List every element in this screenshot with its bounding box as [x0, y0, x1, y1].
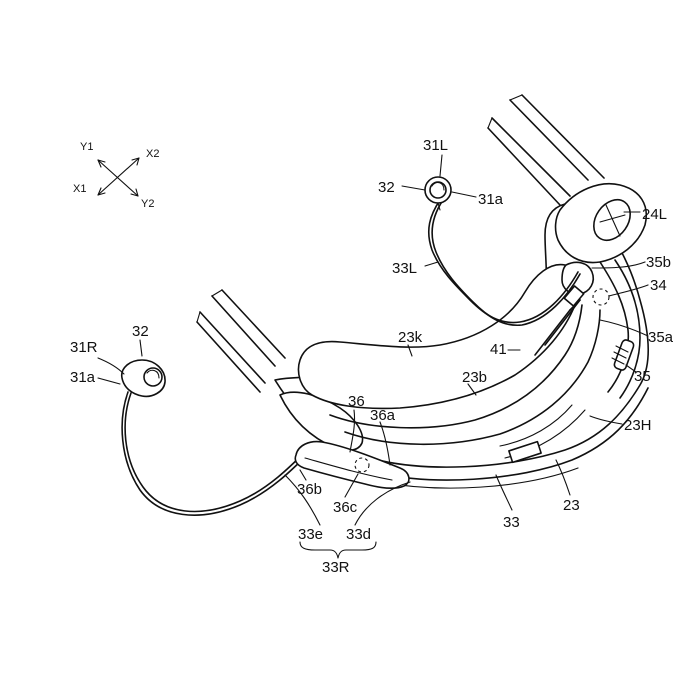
label-23: 23 — [563, 497, 580, 514]
axis-symbol: Y1 X2 X1 Y2 — [73, 141, 159, 210]
reference-labels: 31L 32 31a 24L 33L 35b 34 35a 35 23H 31R… — [70, 137, 674, 576]
label-23b: 23b — [462, 369, 487, 386]
label-33R: 33R — [322, 559, 350, 576]
label-33e: 33e — [298, 526, 323, 543]
leader-lines — [97, 154, 649, 559]
label-32-left: 32 — [378, 179, 395, 196]
label-31a-left: 31a — [478, 191, 504, 208]
label-35a: 35a — [648, 329, 674, 346]
label-33d: 33d — [346, 526, 371, 543]
label-23k: 23k — [398, 329, 423, 346]
label-31R: 31R — [70, 339, 98, 356]
right-arm-band — [487, 94, 605, 206]
neckband-body — [274, 183, 650, 489]
left-earphone — [424, 176, 581, 327]
label-36a: 36a — [370, 407, 396, 424]
label-36c: 36c — [333, 499, 358, 516]
label-24L: 24L — [642, 206, 667, 223]
label-33L: 33L — [392, 260, 417, 277]
label-31a-right: 31a — [70, 369, 96, 386]
label-36b: 36b — [297, 481, 322, 498]
axis-label-x1: X1 — [73, 183, 86, 195]
label-34: 34 — [650, 277, 667, 294]
label-36: 36 — [348, 393, 365, 410]
label-32-right: 32 — [132, 323, 149, 340]
axis-label-y1: Y1 — [80, 141, 93, 153]
left-arm-band — [196, 289, 286, 393]
label-31L: 31L — [423, 137, 448, 154]
right-earphone — [120, 359, 311, 516]
label-35b: 35b — [646, 254, 671, 271]
axis-label-x2: X2 — [146, 148, 159, 160]
label-41: 41 — [490, 341, 507, 358]
axis-label-y2: Y2 — [141, 198, 154, 210]
label-23H: 23H — [624, 417, 652, 434]
label-33: 33 — [503, 514, 520, 531]
remote-unit — [294, 440, 410, 489]
label-35: 35 — [634, 368, 651, 385]
